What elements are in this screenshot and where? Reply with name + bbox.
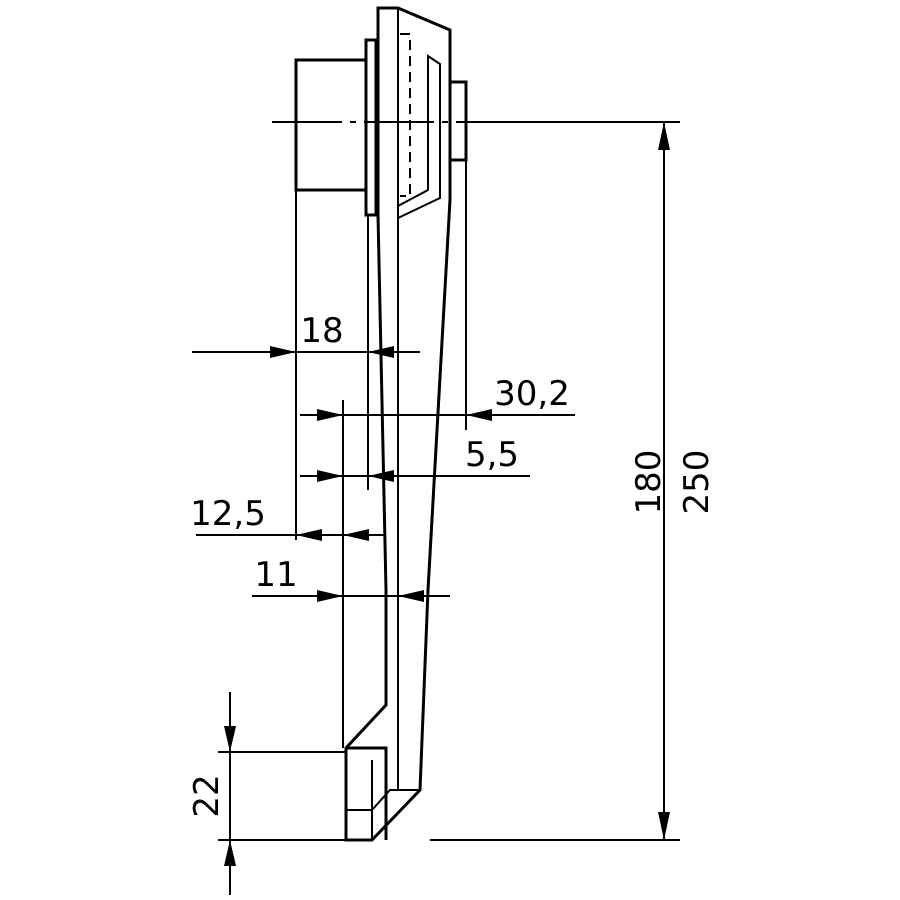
- dim-label-250: 250: [677, 450, 717, 515]
- dim-label-12-5: 12,5: [190, 494, 266, 534]
- dimension-180-250: [658, 122, 670, 840]
- dimension-18: [192, 346, 420, 358]
- dim-label-30-2: 30,2: [494, 374, 570, 414]
- dim-label-18: 18: [300, 311, 343, 351]
- plate-taper-edge: [398, 589, 429, 791]
- dim-label-22: 22: [187, 774, 227, 817]
- dimension-30-2: [300, 409, 575, 421]
- dimension-22: [224, 692, 236, 895]
- hub-body: [294, 58, 368, 192]
- foot-chamfer: [371, 789, 420, 840]
- dim-label-180: 180: [629, 450, 669, 515]
- dimension-12-5: [196, 529, 385, 541]
- plate-slot: [397, 54, 441, 219]
- dim-label-5-5: 5,5: [465, 435, 519, 475]
- flange: [364, 38, 378, 217]
- dimension-5-5: [300, 470, 530, 482]
- dim-label-11: 11: [254, 555, 297, 595]
- part-outline: [294, 6, 468, 842]
- foot-block: [346, 746, 388, 840]
- dimension-11: [252, 590, 450, 602]
- hidden-bore: [400, 33, 411, 197]
- foot-inner: [346, 760, 373, 811]
